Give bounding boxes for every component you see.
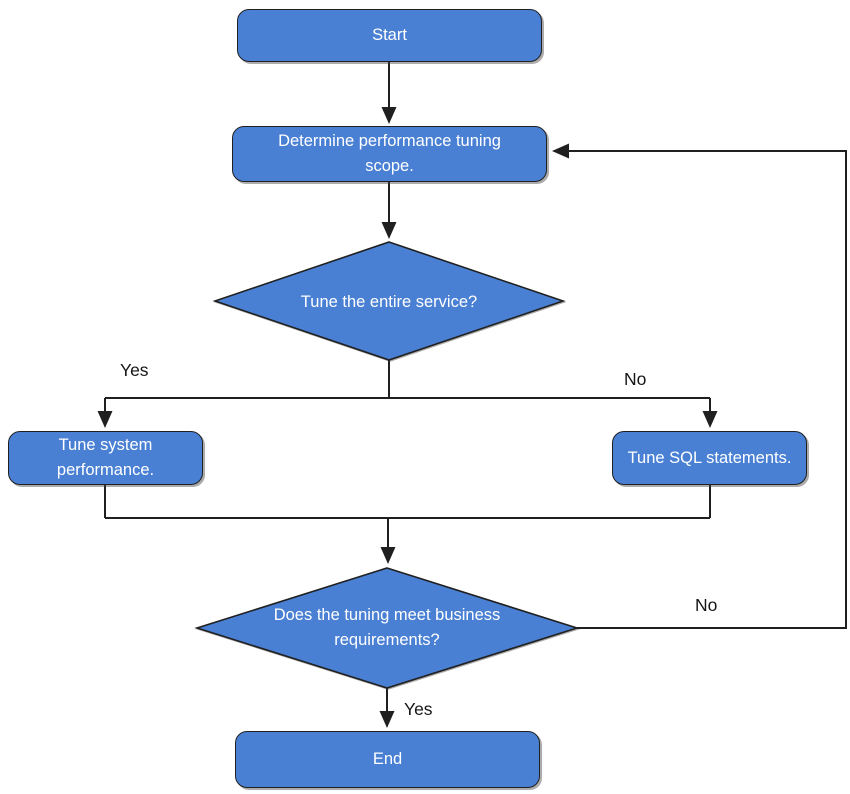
decision-tune-entire-service-label: Tune the entire service?: [300, 292, 478, 311]
decision-business-requirements-shape: [194, 567, 580, 689]
edge-label-yes-left: Yes: [120, 360, 149, 380]
decision-tune-entire-service-shape: [212, 241, 566, 361]
node-start: Start: [237, 9, 542, 62]
node-tune-system-performance: Tune system performance.: [8, 431, 203, 485]
node-tune-sql-statements: Tune SQL statements.: [612, 431, 807, 485]
edge-no-loopback: [552, 143, 847, 629]
edge-label-no-loopback: No: [695, 595, 718, 615]
edge-label-no-right: No: [624, 369, 647, 389]
node-end: End: [235, 731, 540, 788]
decision-business-requirements-label: Does the tuning meet business requiremen…: [273, 606, 501, 649]
node-determine-scope: Determine performance tuning scope.: [232, 126, 547, 182]
edge-label-yes-end: Yes: [404, 699, 433, 719]
